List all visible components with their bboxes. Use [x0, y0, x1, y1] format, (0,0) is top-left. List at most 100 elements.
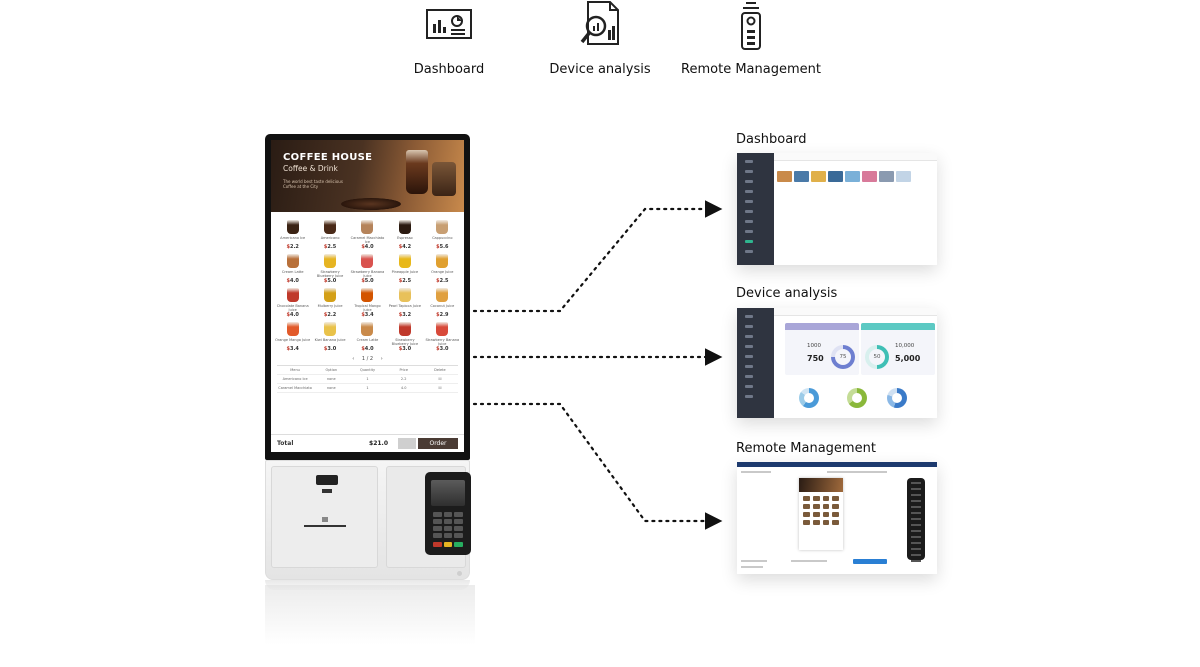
- menu-item[interactable]: Mulberry Juice $2.2: [312, 288, 347, 318]
- drink-image: [398, 288, 411, 302]
- menu-item[interactable]: Americano$2.5: [312, 220, 347, 250]
- scanner-logo-icon: [322, 489, 332, 493]
- menu-item-price: $2.2: [286, 244, 299, 250]
- chart-donut-3: [887, 388, 907, 408]
- order-cell: none: [326, 386, 336, 390]
- kiosk-brand: COFFEE HOUSE: [283, 152, 373, 163]
- menu-item[interactable]: Cappuccino$5.6: [425, 220, 460, 250]
- menu-item-name: Strawberry Banana Juice: [425, 338, 460, 346]
- device-stat-card-left: 1000 750 75: [785, 323, 859, 375]
- menu-item-price: $2.5: [436, 278, 449, 284]
- menu-item[interactable]: Coconut Juice$2.9: [425, 288, 460, 318]
- order-button[interactable]: Order: [418, 438, 458, 449]
- kiosk-tagline: The world best taste delicious Coffee at…: [283, 179, 343, 189]
- menu-item-price: $3.0: [323, 346, 337, 352]
- menu-item[interactable]: Orange Juice$2.5: [425, 254, 460, 284]
- menu-item-name: Strawberry Banana Juice: [350, 270, 385, 278]
- menu-item-name: Cream Latte: [281, 270, 304, 274]
- dashboard-screenshot[interactable]: [737, 153, 937, 265]
- connector-dashboard: [472, 200, 723, 313]
- panel-title-remote-management: Remote Management: [736, 441, 876, 456]
- menu-item[interactable]: Cream Latte $4.0: [350, 322, 385, 352]
- menu-item-price: $4.0: [361, 346, 374, 352]
- total-value: $21.0: [369, 440, 388, 447]
- menu-item[interactable]: Strawberry Banana Juice$3.0: [425, 322, 460, 352]
- menu-item[interactable]: Espresso$4.2: [387, 220, 422, 250]
- printer-logo-icon: [322, 517, 328, 522]
- menu-item-price: $2.9: [436, 312, 449, 318]
- menu-item-name: Pineapple Juice: [391, 270, 419, 274]
- device-toolbar: [774, 308, 937, 316]
- order-header-cell: Delete: [434, 368, 446, 372]
- drink-image: [286, 322, 299, 336]
- remote-action-button[interactable]: [853, 559, 887, 564]
- virtual-remote-control[interactable]: [907, 478, 925, 562]
- menu-item-price: $3.4: [286, 346, 299, 352]
- kiosk-screen-frame: COFFEE HOUSE Coffee & Drink The world be…: [265, 134, 470, 460]
- order-cell[interactable]: ☒: [438, 377, 442, 381]
- menu-item-name: Caramel Macchiato Ice: [350, 236, 385, 244]
- menu-item-price: $2.5: [323, 244, 337, 250]
- device-sidebar: [737, 308, 774, 418]
- menu-item-name: Cappuccino: [432, 236, 453, 240]
- coffee-beans-image: [341, 198, 401, 210]
- remote-management-screenshot[interactable]: [737, 462, 937, 574]
- device-stat-left-total: 1000: [807, 343, 821, 349]
- menu-item[interactable]: Americano Ice$2.2: [275, 220, 310, 250]
- menu-item[interactable]: Pineapple Juice$2.5: [387, 254, 422, 284]
- menu-item-name: Mulberry Juice: [317, 304, 343, 308]
- menu-item[interactable]: Tropical Mango Juice$3.4: [350, 288, 385, 318]
- order-header-cell: Quantity: [359, 368, 376, 372]
- menu-item-name: Chocolate Banana Juice: [276, 304, 309, 312]
- menu-item[interactable]: Strawberry Blueberry Juice$3.0: [387, 322, 422, 352]
- menu-item[interactable]: Orange Mango Juice$3.4: [275, 322, 310, 352]
- dashboard-content-thumbnails: [777, 171, 911, 182]
- menu-item[interactable]: Strawberry Blueberry Juice$5.0: [312, 254, 347, 284]
- drink-image: [286, 220, 299, 234]
- menu-item[interactable]: Cream Latte $4.0: [275, 254, 310, 284]
- feature-device-analysis: Device analysis: [520, 0, 680, 77]
- pager-next-button[interactable]: ›: [380, 356, 383, 362]
- coffee-mug-image: [432, 162, 456, 196]
- drink-image: [324, 322, 337, 336]
- menu-item-price: $5.0: [361, 278, 374, 284]
- panel-title-dashboard: Dashboard: [736, 132, 807, 147]
- power-led: [457, 571, 462, 576]
- menu-item[interactable]: Chocolate Banana Juice$4.0: [275, 288, 310, 318]
- menu-item[interactable]: Pearl Tapioca Juice$3.2: [387, 288, 422, 318]
- cancel-button[interactable]: [398, 438, 416, 449]
- kiosk-hero-banner: COFFEE HOUSE Coffee & Drink The world be…: [271, 140, 464, 212]
- terminal-function-keys[interactable]: [433, 542, 464, 547]
- menu-item-price: $3.0: [436, 346, 449, 352]
- drink-image: [361, 322, 374, 336]
- menu-item-price: $2.2: [323, 312, 337, 318]
- order-header-cell: Price: [399, 368, 408, 372]
- menu-item-price: $4.0: [286, 278, 299, 284]
- menu-item-price: $4.0: [286, 312, 299, 318]
- device-analysis-icon: [580, 1, 619, 45]
- drink-image: [398, 254, 411, 268]
- device-analysis-screenshot[interactable]: 1000 750 75 10,000 5,000 50: [737, 308, 937, 418]
- device-ring-left: 75: [831, 345, 855, 369]
- menu-item[interactable]: Strawberry Banana Juice$5.0: [350, 254, 385, 284]
- kiosk-reflection: [265, 585, 475, 645]
- order-cell: 4.0: [400, 386, 407, 390]
- device-ring-right: 50: [865, 345, 889, 369]
- order-cell[interactable]: ☒: [438, 386, 442, 390]
- remote-kiosk-preview: [799, 478, 843, 550]
- menu-item[interactable]: Kiwi Banana Juice$3.0: [312, 322, 347, 352]
- menu-item-price: $4.2: [398, 244, 412, 250]
- terminal-keypad[interactable]: [433, 512, 463, 538]
- pager-prev-button[interactable]: ‹: [352, 356, 355, 362]
- menu-item-name: Cream Latte: [356, 338, 379, 342]
- menu-item[interactable]: Caramel Macchiato Ice$4.0: [350, 220, 385, 250]
- remote-management-icon: [741, 2, 761, 50]
- order-cell: 2.2: [400, 377, 407, 381]
- menu-item-name: Pearl Tapioca Juice: [388, 304, 422, 308]
- remote-header-bar: [737, 462, 937, 467]
- card-payment-terminal[interactable]: [425, 472, 471, 555]
- kiosk-screen: COFFEE HOUSE Coffee & Drink The world be…: [271, 140, 464, 452]
